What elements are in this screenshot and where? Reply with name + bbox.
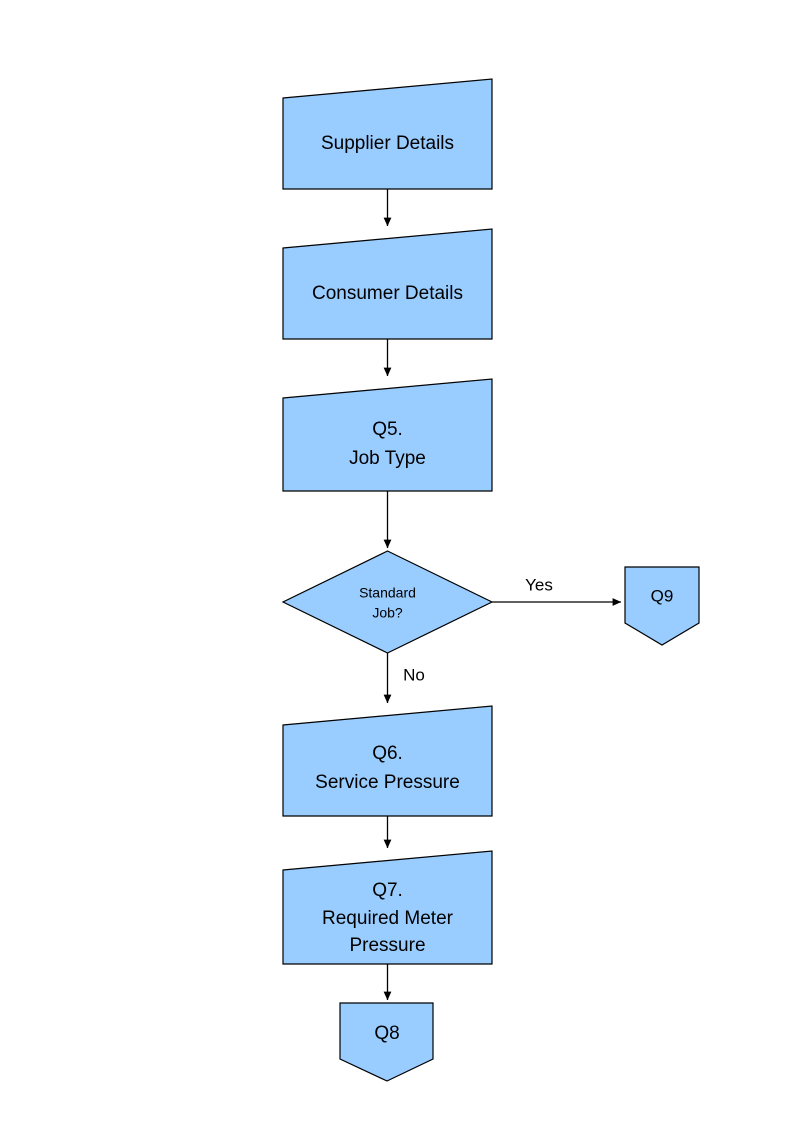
edge-label-yes: Yes [525,575,553,594]
edge-label-no: No [403,665,425,684]
supplier-details-label: Supplier Details [321,133,454,154]
node-consumer-details[interactable]: Consumer Details [282,228,493,340]
node-q5-job-type[interactable]: Q5. Job Type [282,378,493,492]
q6-service-pressure-label-line1: Q6. [372,743,403,764]
q8-connector-shape[interactable] [339,1002,434,1082]
q7-label-line1: Q7. [372,880,403,901]
q6-service-pressure-shape[interactable] [282,705,493,817]
q9-connector-label: Q9 [651,586,674,605]
q5-job-type-label-line1: Q5. [372,419,403,440]
standard-job-decision-shape[interactable] [281,550,494,654]
consumer-details-label: Consumer Details [312,283,463,304]
q7-required-meter-pressure-shape[interactable] [282,850,493,965]
node-q8-connector[interactable]: Q8 [339,1002,434,1082]
node-q9-connector[interactable]: Q9 [624,566,700,646]
consumer-details-shape[interactable] [282,228,493,340]
edges-layer: Yes No [383,189,622,1001]
supplier-details-shape[interactable] [282,78,493,190]
node-q7-required-meter-pressure[interactable]: Q7. Required Meter Pressure [282,850,493,965]
node-standard-job-decision[interactable]: Standard Job? [281,550,494,654]
q7-label-line3: Pressure [349,935,425,956]
standard-job-decision-label-line2: Job? [372,605,403,621]
q7-label-line2: Required Meter [322,908,454,929]
q6-service-pressure-label-line2: Service Pressure [315,772,460,793]
node-q6-service-pressure[interactable]: Q6. Service Pressure [282,705,493,817]
standard-job-decision-label-line1: Standard [359,585,416,601]
q5-job-type-shape[interactable] [282,378,493,492]
q9-connector-shape[interactable] [624,566,700,646]
q5-job-type-label-line2: Job Type [349,448,426,469]
node-supplier-details[interactable]: Supplier Details [282,78,493,190]
q8-connector-label: Q8 [374,1023,399,1044]
